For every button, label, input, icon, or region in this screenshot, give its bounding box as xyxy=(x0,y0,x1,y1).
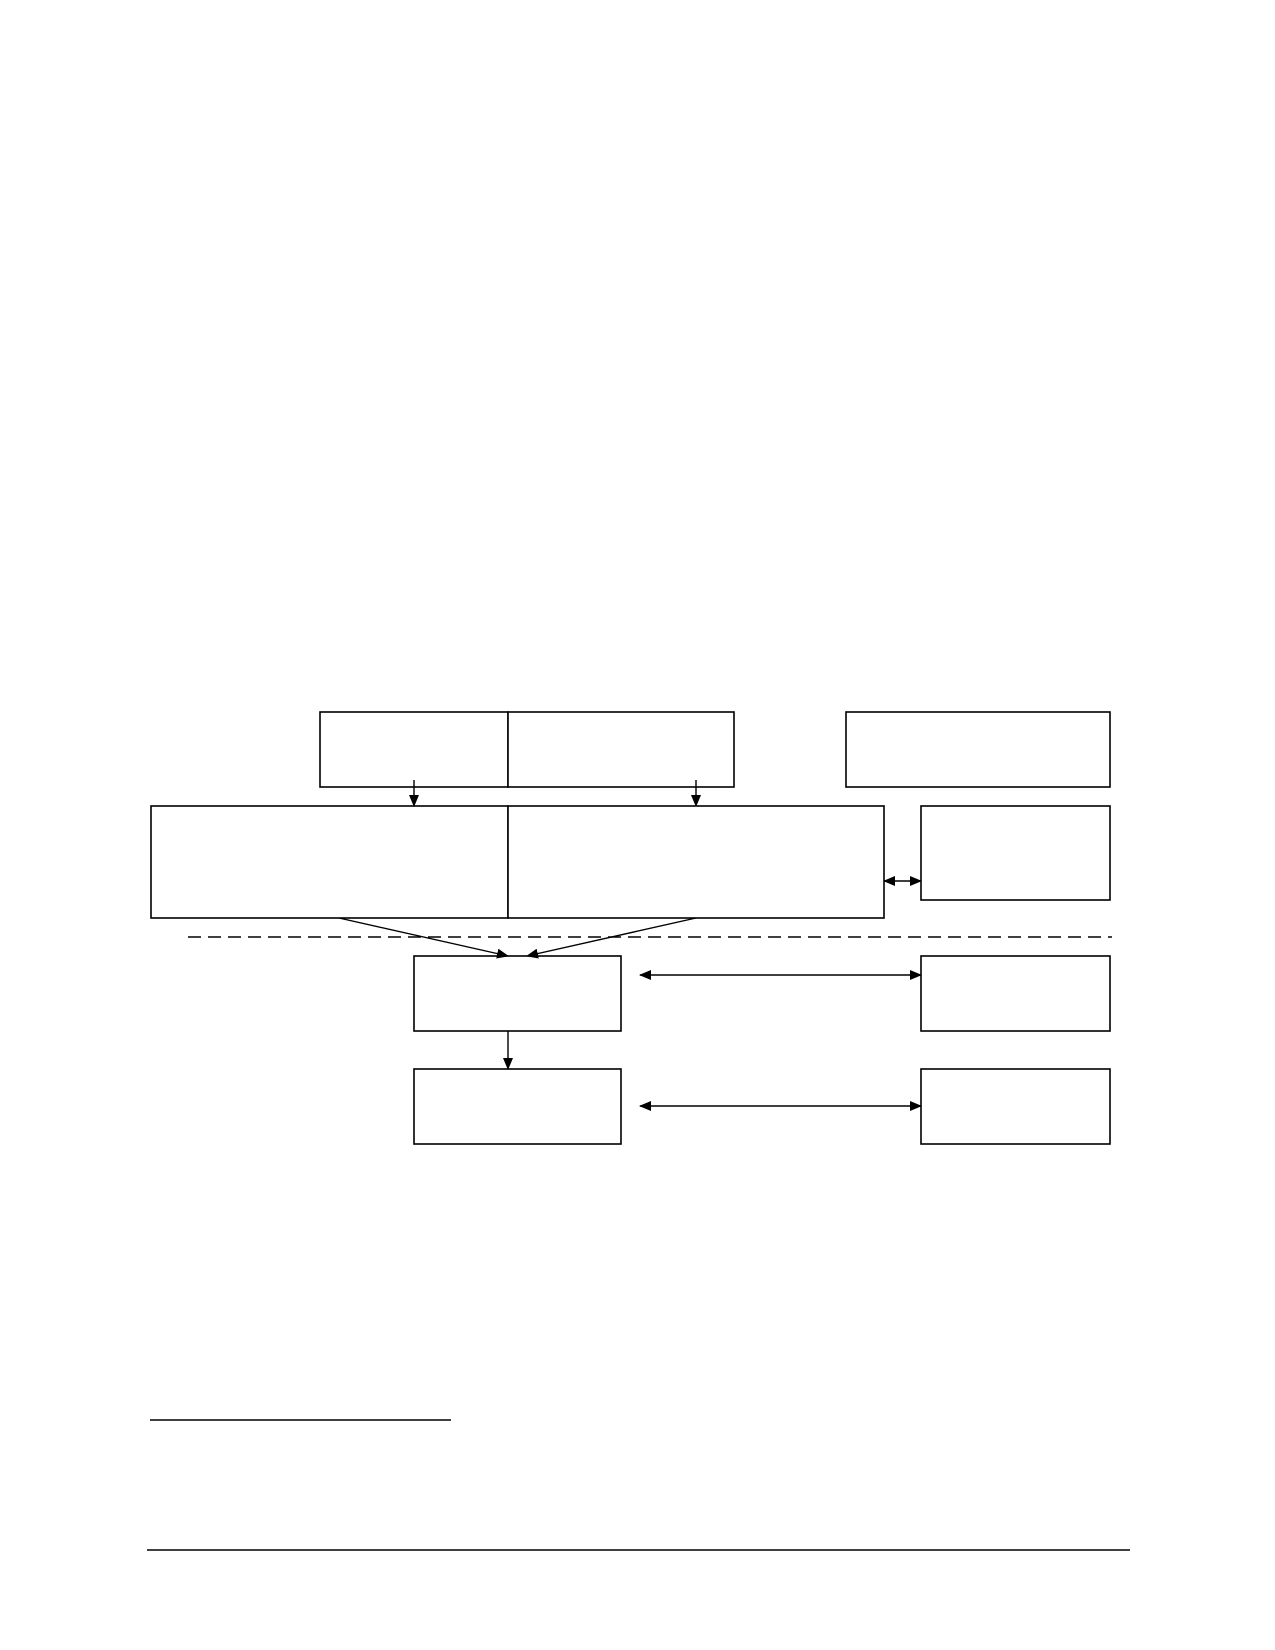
top-left-left-box xyxy=(319,711,509,788)
top-left-right-box xyxy=(507,711,735,788)
lower-center-box-1 xyxy=(413,955,622,1032)
top-split-box xyxy=(319,711,735,788)
top-right-box xyxy=(845,711,1111,788)
side-box-3 xyxy=(920,1068,1111,1145)
lower-center-box-2 xyxy=(413,1068,622,1145)
side-box-2 xyxy=(920,955,1111,1032)
middle-left-box xyxy=(150,805,509,919)
arrow-middle-right-converge xyxy=(526,917,697,959)
side-box-1 xyxy=(920,805,1111,901)
middle-split-box xyxy=(150,805,885,919)
arrow-middle-left-converge xyxy=(338,917,509,959)
middle-right-box xyxy=(507,805,885,919)
